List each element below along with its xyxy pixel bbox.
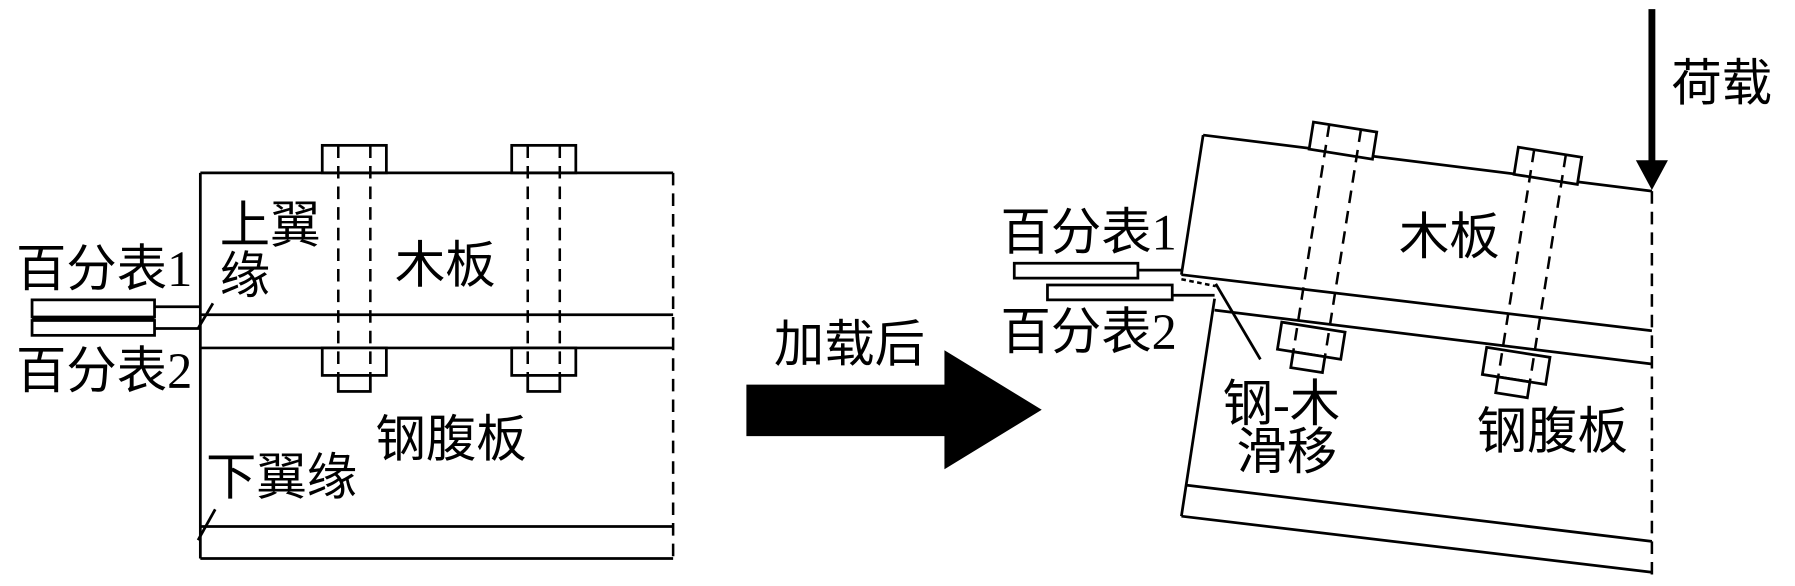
bolt-2 [510, 143, 578, 393]
dial-gauges [1012, 261, 1216, 302]
gauge-2-label: 百分表2 [1001, 304, 1177, 360]
upper-flange-leader [196, 302, 215, 330]
slip-leader [1214, 283, 1262, 361]
wood-plate-label: 木板 [1399, 209, 1500, 265]
after-loading-transition: 加载后 [746, 317, 1042, 470]
lower-flange-label: 下翼缘 [206, 449, 357, 505]
upper-flange-label: 上翼 [220, 198, 321, 254]
dial-gauges [30, 298, 201, 337]
bolt-1 [1273, 120, 1379, 377]
after-loading-diagram: 百分表1 百分表2 木板 钢-木 滑移 钢腹板 荷载 [1001, 9, 1772, 575]
gauge-1-label: 百分表1 [1001, 205, 1177, 261]
steel-web-label: 钢腹板 [375, 412, 526, 468]
bolt-1 [320, 143, 388, 393]
wood-plate-label: 木板 [395, 238, 496, 294]
right-arrow-icon [746, 350, 1042, 470]
lower-flange-leader [196, 508, 217, 541]
deformed-beam-section [1180, 133, 1654, 575]
steel-wood-slip-label: 钢-木 [1223, 376, 1341, 432]
after-loading-label: 加载后 [774, 317, 925, 373]
load-arrow-icon [1635, 9, 1668, 190]
gauge-2-label: 百分表2 [16, 343, 192, 399]
upper-flange-label-2: 缘 [220, 248, 270, 304]
steel-web-label: 钢腹板 [1477, 404, 1628, 460]
bolt-2 [1478, 145, 1584, 402]
before-loading-diagram: 百分表1 百分表2 上翼 缘 木板 钢腹板 下翼缘 [16, 143, 675, 560]
steel-wood-slip-label-2: 滑移 [1236, 424, 1337, 480]
gauge-1-label: 百分表1 [16, 241, 192, 297]
load-label: 荷载 [1671, 56, 1772, 112]
beam-section [198, 171, 675, 560]
